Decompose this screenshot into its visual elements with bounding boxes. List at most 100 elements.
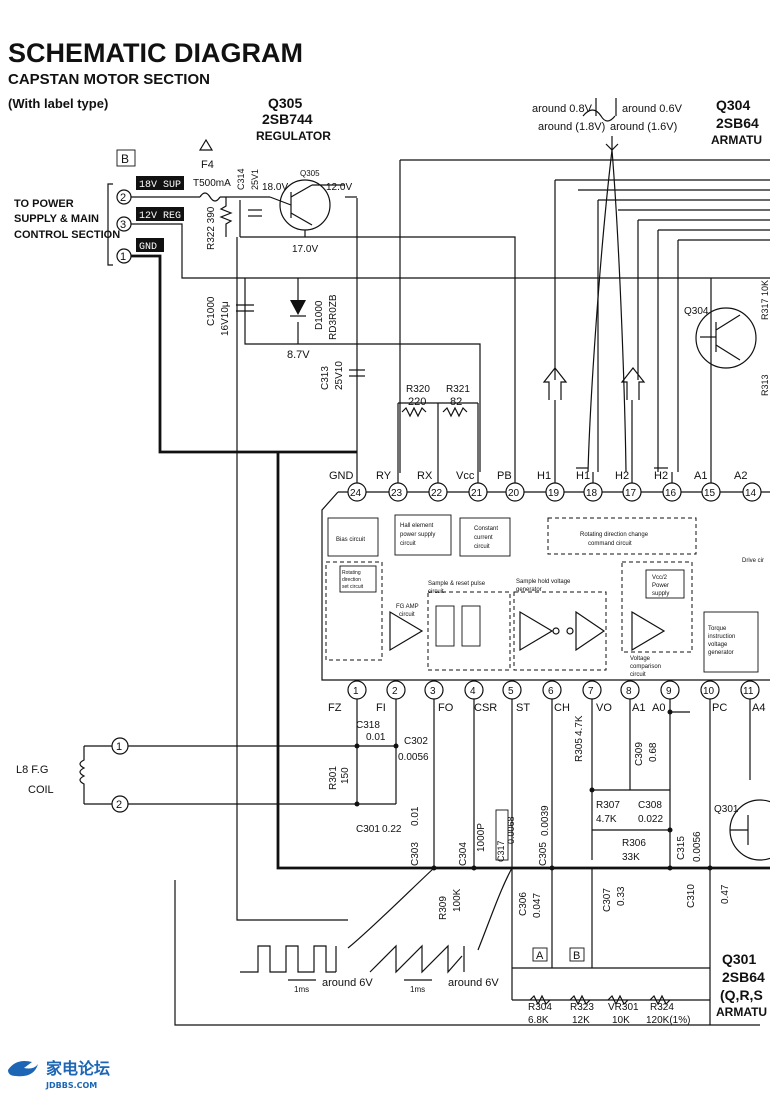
svg-text:19: 19: [548, 488, 560, 499]
label-type-note: (With label type): [8, 96, 108, 111]
svg-text:VO: VO: [596, 702, 612, 714]
svg-text:power supply: power supply: [400, 532, 435, 538]
c313: C313 25V10: [320, 361, 365, 390]
svg-text:0.68: 0.68: [648, 742, 659, 762]
svg-text:Drive cir: Drive cir: [742, 558, 764, 564]
svg-text:C304: C304: [458, 842, 469, 866]
svg-text:R321: R321: [446, 384, 470, 395]
q301-variant: (Q,R,S: [720, 987, 763, 1003]
svg-text:0.01: 0.01: [366, 732, 386, 743]
svg-text:C306: C306: [518, 892, 529, 916]
svg-text:1000P: 1000P: [476, 823, 487, 852]
svg-text:16V10μ: 16V10μ: [220, 301, 231, 336]
svg-text:C301: C301: [356, 824, 380, 835]
svg-text:C310: C310: [686, 884, 697, 908]
q301-part: 2SB64: [722, 969, 765, 985]
svg-text:F4: F4: [201, 159, 214, 171]
svg-text:9: 9: [666, 686, 672, 697]
ic-bottom-pins: 1 FZ 2 FI 3 FO 4 CSR 5 ST 6 CH 7 VO 8 A1…: [328, 680, 765, 714]
svg-text:FZ: FZ: [328, 702, 342, 714]
svg-text:C318: C318: [356, 720, 380, 731]
svg-text:L8 F.G: L8 F.G: [16, 764, 48, 776]
svg-text:C314: C314: [236, 168, 246, 190]
q305-role: REGULATOR: [256, 129, 331, 143]
svg-text:C309: C309: [634, 742, 645, 766]
fuse-f4: F4 T500mA: [193, 138, 231, 189]
svg-text:8.7V: 8.7V: [287, 349, 310, 361]
svg-text:circuit: circuit: [400, 541, 416, 547]
svg-text:1: 1: [120, 251, 126, 263]
svg-text:R301: R301: [328, 766, 339, 790]
svg-text:18V SUP: 18V SUP: [139, 180, 181, 191]
svg-text:supply: supply: [652, 591, 669, 597]
svg-text:D1000: D1000: [314, 300, 325, 330]
svg-text:0.0056: 0.0056: [398, 752, 429, 763]
svg-text:C307: C307: [602, 888, 613, 912]
r320-r321: R320 220 R321 82: [401, 384, 470, 418]
q304-part: 2SB64: [716, 115, 759, 131]
svg-text:around 6V: around 6V: [448, 977, 499, 989]
svg-text:A0: A0: [652, 702, 665, 714]
svg-text:circuit: circuit: [428, 589, 444, 595]
svg-text:C302: C302: [404, 736, 428, 747]
svg-text:command circuit: command circuit: [588, 541, 632, 547]
svg-text:Sample hold voltage: Sample hold voltage: [516, 579, 571, 585]
svg-text:2: 2: [116, 799, 122, 811]
svg-text:Bias circuit: Bias circuit: [336, 537, 365, 543]
svg-text:Torque: Torque: [708, 626, 727, 632]
svg-text:2: 2: [392, 686, 398, 697]
q304-role: ARMATU: [711, 133, 762, 147]
q305-transistor: Q305 18.0V 12.0V 17.0V: [262, 169, 352, 255]
svg-text:120K(1%): 120K(1%): [646, 1015, 690, 1026]
connector-b: B TO POWER SUPPLY & MAIN CONTROL SECTION…: [14, 149, 184, 266]
watermark-name: 家电论坛: [46, 1059, 110, 1078]
svg-text:H2: H2: [654, 470, 668, 482]
svg-text:12K: 12K: [572, 1015, 590, 1026]
q305-ref: Q305: [268, 95, 302, 111]
svg-text:C303: C303: [410, 842, 421, 866]
svg-text:circuit: circuit: [399, 612, 415, 618]
svg-text:0.0056: 0.0056: [692, 831, 703, 862]
svg-text:Vcc/2: Vcc/2: [652, 575, 668, 581]
svg-text:0.0039: 0.0039: [540, 805, 551, 836]
svg-text:R313: R313: [760, 374, 770, 396]
svg-text:82: 82: [450, 396, 462, 408]
svg-text:17: 17: [625, 488, 637, 499]
q305-small-ref: Q305: [300, 169, 320, 178]
svg-text:R307: R307: [596, 800, 620, 811]
svg-text:Hall element: Hall element: [400, 523, 434, 529]
svg-text:R305: R305: [574, 738, 585, 762]
bottom-wiring: [128, 699, 751, 1025]
svg-text:PC: PC: [712, 702, 727, 714]
svg-text:PB: PB: [497, 470, 512, 482]
svg-text:15: 15: [704, 488, 716, 499]
svg-text:comparison: comparison: [630, 664, 661, 670]
trim-network: A B R304 6.8K R323 12K VR301 10K R324 12…: [528, 947, 690, 1026]
svg-text:18: 18: [586, 488, 598, 499]
svg-text:0.33: 0.33: [616, 886, 627, 906]
svg-text:12V REG: 12V REG: [139, 211, 181, 222]
svg-text:RX: RX: [417, 470, 433, 482]
svg-text:220: 220: [408, 396, 426, 408]
ic-top-pins: 24 GND 23 RY 22 RX 21 Vcc 20 PB 19 H1 18…: [329, 400, 762, 502]
svg-text:21: 21: [471, 488, 483, 499]
svg-text:around 0.6V: around 0.6V: [622, 103, 683, 115]
svg-text:14: 14: [745, 488, 757, 499]
svg-text:Vcc: Vcc: [456, 470, 475, 482]
svg-text:C308: C308: [638, 800, 662, 811]
q305-part: 2SB744: [262, 111, 313, 127]
svg-text:T500mA: T500mA: [193, 178, 231, 189]
svg-text:A4: A4: [752, 702, 765, 714]
svg-text:H1: H1: [537, 470, 551, 482]
svg-text:2: 2: [120, 192, 126, 204]
ic-outline: [321, 491, 770, 681]
svg-text:23: 23: [391, 488, 403, 499]
svg-text:6.8K: 6.8K: [528, 1015, 549, 1026]
svg-text:instruction: instruction: [708, 634, 735, 640]
svg-text:around 0.8V: around 0.8V: [532, 103, 593, 115]
bottom-component-labels: C318 0.01 C302 0.0056 R301 150 C301 0.22…: [328, 715, 731, 920]
svg-text:around 6V: around 6V: [322, 977, 373, 989]
svg-text:R309: R309: [438, 896, 449, 920]
svg-text:R306: R306: [622, 838, 646, 849]
svg-text:0.047: 0.047: [532, 893, 543, 918]
